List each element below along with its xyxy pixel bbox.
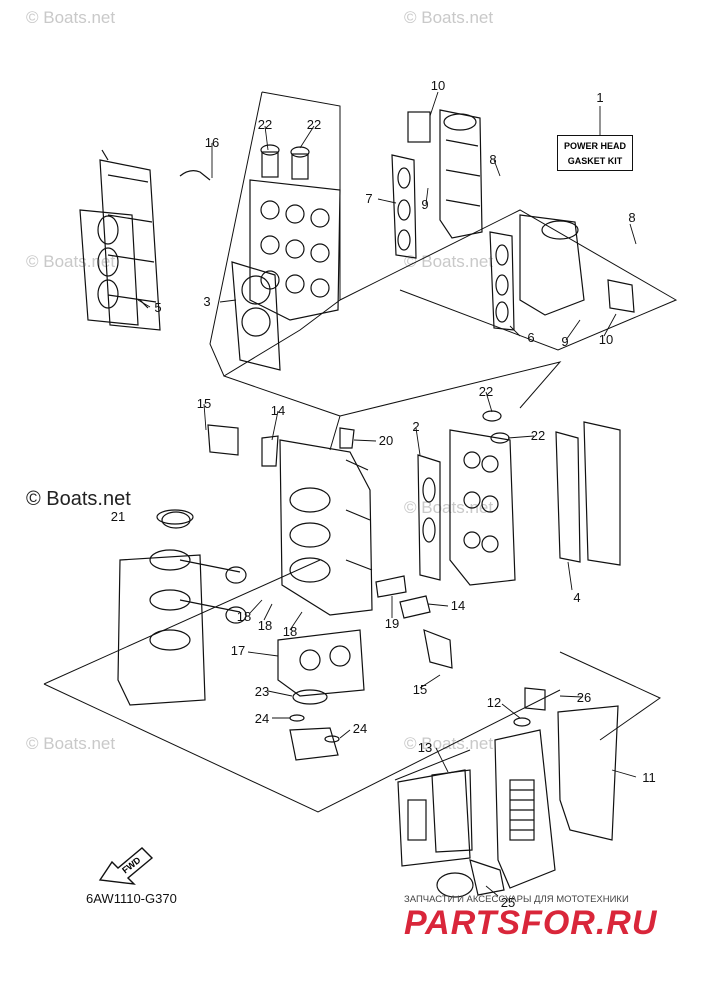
watermark: © Boats.net (26, 252, 116, 271)
cylinder-block (279, 439, 373, 616)
callout-2: 2 (412, 419, 420, 434)
callout-21: 21 (110, 509, 126, 524)
callout-9b: 9 (561, 334, 569, 349)
callout-10b: 10 (598, 332, 614, 347)
watermark: © Boats.net (26, 488, 131, 510)
cylinder-head-right (417, 410, 621, 586)
part-code: 6AW1110-G370 (86, 891, 177, 906)
callout-24a: 24 (254, 711, 270, 726)
watermark: © Boats.net (404, 498, 494, 517)
callout-19: 19 (384, 616, 400, 631)
callout-22a: 22 (257, 117, 273, 132)
callout-14b: 14 (450, 598, 466, 613)
watermark: © Boats.net (404, 734, 494, 753)
callout-18c: 18 (282, 624, 298, 639)
callout-22d: 22 (530, 428, 546, 443)
callout-7: 7 (365, 191, 373, 206)
callout-15a: 15 (196, 396, 212, 411)
exhaust-manifold-right (489, 214, 635, 331)
kit-label: POWER HEAD GASKET KIT (557, 135, 633, 171)
lower-right-assembly (397, 687, 619, 898)
callout-22c: 22 (478, 384, 494, 399)
callout-9a: 9 (421, 197, 429, 212)
kit-label-line1: POWER HEAD (563, 141, 626, 151)
callout-20: 20 (378, 433, 394, 448)
thermostat-parts (207, 424, 453, 669)
watermark: © Boats.net (404, 8, 494, 27)
callout-6: 6 (527, 330, 535, 345)
callout-10a: 10 (430, 78, 446, 93)
lower-gaskets (277, 629, 365, 761)
crankshaft-assembly (117, 509, 247, 706)
callout-1: 1 (596, 90, 604, 105)
callout-18a: 18 (236, 609, 252, 624)
group-outline (43, 91, 678, 813)
callout-25: 25 (500, 895, 516, 910)
watermark: © Boats.net (26, 8, 116, 27)
callout-16: 16 (204, 135, 220, 150)
callout-5: 5 (154, 300, 162, 315)
callout-23: 23 (254, 684, 270, 699)
callout-18b: 18 (257, 618, 273, 633)
callout-12: 12 (486, 695, 502, 710)
logo-wordmark: PARTSFOR.RU (404, 904, 658, 942)
callout-24b: 24 (352, 721, 368, 736)
callout-13: 13 (417, 740, 433, 755)
callout-15b: 15 (412, 682, 428, 697)
callout-17: 17 (230, 643, 246, 658)
fwd-arrow-icon: FWD (98, 847, 154, 885)
partsfor-logo: ЗАПЧАСТИ И АКСЕССУАРЫ ДЛЯ МОТОТЕХНИКИ PA… (404, 894, 704, 942)
leader-lines (137, 91, 637, 897)
cylinder-head-center (179, 144, 341, 371)
callout-11: 11 (642, 770, 656, 785)
callout-22b: 22 (306, 117, 322, 132)
callout-4: 4 (573, 590, 581, 605)
exhaust-manifold-upper (391, 109, 483, 259)
logo-tagline: ЗАПЧАСТИ И АКСЕССУАРЫ ДЛЯ МОТОТЕХНИКИ (404, 894, 629, 905)
watermark: © Boats.net (26, 734, 116, 753)
callout-8a: 8 (489, 152, 497, 167)
callout-26: 26 (576, 690, 592, 705)
head-cover-left (79, 149, 161, 331)
callout-14a: 14 (270, 403, 286, 418)
callout-8b: 8 (628, 210, 636, 225)
callout-3: 3 (203, 294, 211, 309)
kit-label-line2: GASKET KIT (567, 156, 623, 166)
